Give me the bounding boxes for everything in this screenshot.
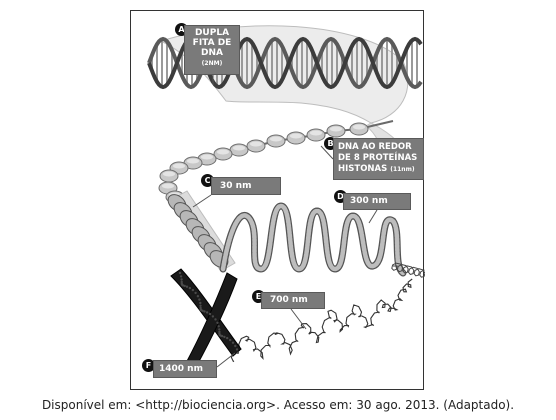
- label-a-sub: (2NM): [201, 60, 223, 67]
- chromatin-texture: [194, 291, 197, 295]
- chromatin-texture: [208, 312, 212, 316]
- nucleosome-highlight: [250, 141, 262, 147]
- chromatin-figure: A DUPLA FITA DE DNA (2NM) B DNA AO REDOR…: [130, 10, 425, 390]
- chromatin-texture: [229, 338, 232, 342]
- chromatin-texture: [201, 309, 204, 312]
- chromatin-texture: [199, 301, 202, 305]
- chromatin-texture: [183, 284, 186, 288]
- chromatin-texture: [180, 278, 183, 281]
- chromatin-texture: [211, 315, 215, 318]
- looped-fiber-300nm: [219, 202, 425, 278]
- condensed-coil: [230, 278, 413, 363]
- nucleosome-highlight: [310, 130, 322, 136]
- source-caption: Disponível em: <http://biociencia.org>. …: [41, 398, 515, 412]
- nucleosome-highlight: [217, 149, 229, 155]
- label-f-text: 1400 nm: [159, 364, 203, 374]
- chromosome: [170, 268, 242, 368]
- label-d-text: 300 nm: [350, 196, 388, 206]
- label-e-box: 700 nm: [261, 292, 325, 309]
- label-c-box: 30 nm: [211, 177, 281, 195]
- chromatin-texture: [180, 280, 183, 284]
- chromatin-texture: [214, 318, 217, 321]
- leader-line: [320, 145, 334, 160]
- helix-strand: [147, 36, 423, 90]
- chromatin-texture: [179, 275, 183, 278]
- chromatin-texture: [216, 321, 219, 324]
- chromatin-texture: [178, 271, 182, 275]
- label-b-text: DNA AO REDOR DE 8 PROTEÍNAS HISTONAS: [338, 142, 418, 174]
- chromatin-texture: [236, 351, 240, 354]
- chromatin-texture: [217, 325, 220, 328]
- chromatin-texture: [205, 311, 209, 314]
- nucleosome-highlight: [330, 126, 342, 132]
- leader-line: [290, 308, 307, 330]
- leader-line: [192, 194, 212, 208]
- label-b-sub: (11nm): [390, 166, 415, 173]
- nucleosome-highlight: [290, 133, 302, 139]
- label-d-box: 300 nm: [343, 193, 411, 210]
- nucleosome-highlight: [353, 124, 365, 130]
- chromatin-texture: [218, 330, 221, 334]
- chromatin-texture: [198, 298, 201, 301]
- nucleosome-highlight: [162, 183, 174, 189]
- label-c-badge: C: [201, 174, 214, 187]
- label-leader-lines: [192, 75, 378, 368]
- chromatin-texture: [235, 348, 239, 351]
- label-b-box: DNA AO REDOR DE 8 PROTEÍNAS HISTONAS (11…: [333, 138, 424, 180]
- chromatin-texture: [185, 285, 189, 288]
- nucleosome-highlight: [201, 154, 213, 160]
- nucleosome-highlight: [163, 171, 175, 177]
- chromatin-texture: [234, 344, 237, 348]
- chromatin-texture: [188, 286, 192, 290]
- nucleosome-highlight: [187, 158, 199, 164]
- chromatin-texture: [199, 304, 202, 307]
- chromatin-texture: [223, 335, 226, 339]
- chromatin-texture: [191, 288, 195, 292]
- chromatin-texture: [196, 295, 200, 298]
- leader-line: [368, 209, 378, 224]
- leader-line: [216, 352, 236, 368]
- chromatin-texture: [218, 328, 221, 331]
- nucleosome-highlight: [233, 145, 245, 151]
- nucleosome-highlight: [270, 136, 282, 142]
- label-e-text: 700 nm: [270, 295, 308, 305]
- chromatin-texture: [226, 336, 229, 340]
- label-a-text: DUPLA FITA DE DNA: [192, 28, 232, 58]
- label-f-badge: F: [142, 359, 155, 372]
- label-a-box: DUPLA FITA DE DNA (2NM): [184, 25, 240, 75]
- condensed-coil-700nm: [230, 278, 413, 363]
- chromatin-texture: [231, 341, 235, 344]
- fiber-tail: [391, 262, 425, 278]
- fiber-loop: [220, 203, 406, 276]
- nucleosome-highlight: [173, 163, 185, 169]
- label-f-box: 1400 nm: [153, 360, 217, 378]
- chromatin-texture: [220, 334, 224, 338]
- label-c-text: 30 nm: [220, 181, 252, 191]
- chromatin-texture: [203, 310, 206, 313]
